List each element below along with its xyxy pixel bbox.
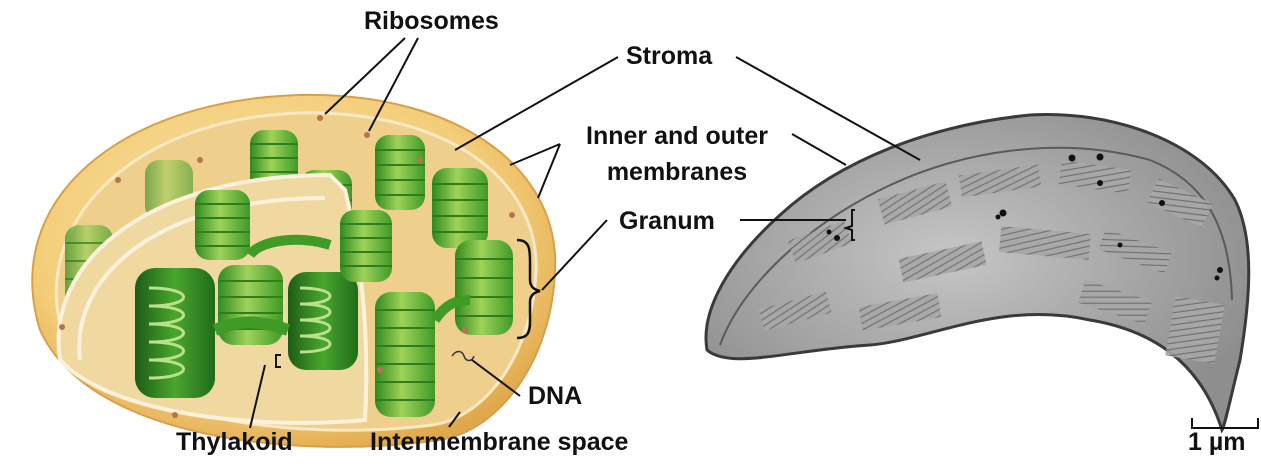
label-thylakoid: Thylakoid bbox=[176, 428, 293, 456]
label-inner-outer-line2: membranes bbox=[572, 158, 782, 186]
label-intermembrane-space: Intermembrane space bbox=[370, 428, 628, 456]
micrograph-organelle bbox=[706, 114, 1249, 430]
label-dna: DNA bbox=[528, 382, 582, 410]
label-inner-outer-line1: Inner and outer bbox=[572, 122, 782, 150]
label-stroma: Stroma bbox=[626, 42, 712, 70]
chloroplast-illustration bbox=[32, 95, 555, 447]
label-granum: Granum bbox=[619, 207, 715, 235]
label-scale-bar: 1 µm bbox=[1188, 428, 1245, 456]
label-inner-outer-membranes: Inner and outer membranes bbox=[572, 122, 782, 186]
micrograph bbox=[706, 114, 1258, 430]
label-ribosomes: Ribosomes bbox=[364, 7, 499, 35]
